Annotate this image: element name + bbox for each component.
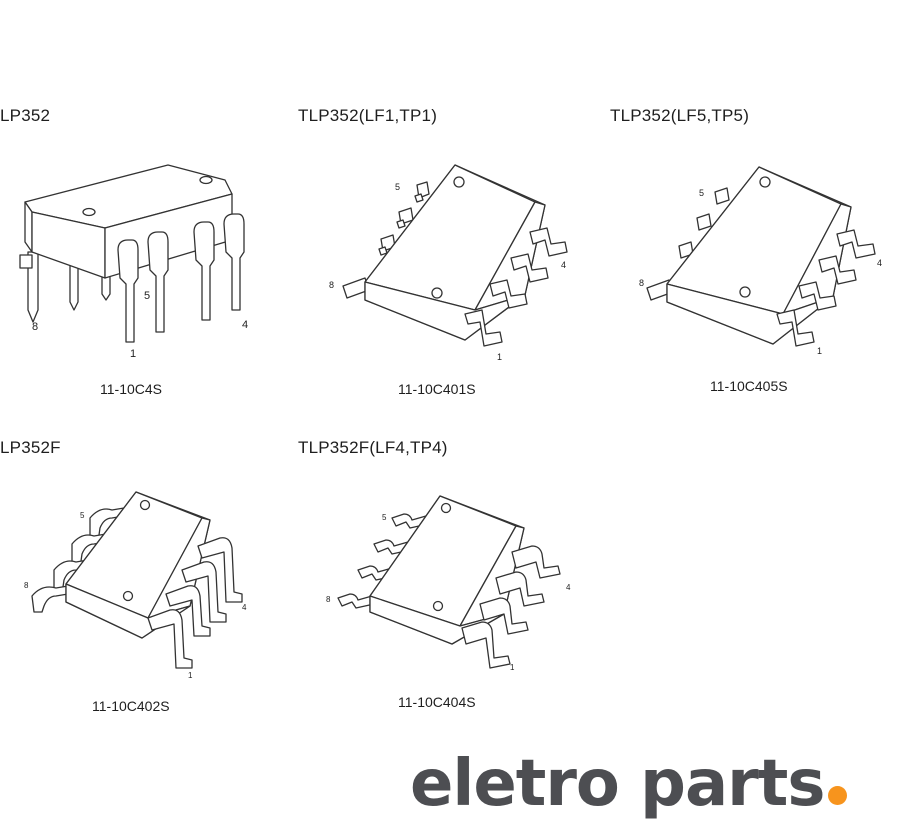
pin-label: 4	[561, 260, 566, 270]
brand-logo-dot-icon	[828, 786, 848, 805]
pin-label: 5	[699, 188, 704, 198]
brand-logo-text: eletro parts	[410, 747, 825, 821]
package-code: 11-10C405S	[710, 378, 788, 394]
smd-f-package-drawing: 1 4 5 8	[322, 492, 582, 682]
pin-label: 5	[80, 511, 85, 520]
pin-label: 4	[877, 258, 882, 268]
pin-label: 5	[395, 182, 400, 192]
pin-label: 4	[242, 603, 247, 612]
pin-label: 5	[144, 290, 150, 302]
pin-label: 8	[639, 278, 644, 288]
package-title: TLP352(LF5,TP5)	[610, 106, 750, 125]
dip8-package-drawing: 1 4 5 8	[10, 160, 270, 360]
package-title: TLP352(LF1,TP1)	[298, 106, 438, 125]
pin-label: 1	[497, 352, 502, 362]
pin-label: 8	[326, 595, 331, 604]
pin-label: 1	[130, 348, 136, 360]
package-title: TLP352F(LF4,TP4)	[298, 438, 448, 457]
pin-label: 8	[329, 280, 334, 290]
pin-label: 4	[566, 583, 571, 592]
package-code: 11-10C401S	[398, 381, 476, 397]
package-code: 11-10C4S	[100, 381, 163, 397]
pin-label: 1	[817, 346, 822, 356]
pin-label: 8	[24, 581, 29, 590]
package-code: 11-10C402S	[92, 698, 170, 714]
dip8-f-package-drawing: 1 4 5 8	[20, 488, 260, 688]
package-title: LP352F	[0, 438, 61, 457]
smd-package-drawing: 1 4 5 8	[637, 162, 897, 372]
package-title: LP352	[0, 106, 51, 125]
pin-label: 5	[382, 513, 387, 522]
pin-label: 4	[242, 319, 248, 331]
pin-label: 8	[32, 321, 38, 333]
brand-logo: eletro parts	[410, 752, 848, 816]
pin-label: 1	[188, 671, 193, 680]
pin-label: 1	[510, 663, 515, 672]
smd-package-drawing: 1 4 5 8	[325, 160, 585, 370]
package-code: 11-10C404S	[398, 694, 476, 710]
